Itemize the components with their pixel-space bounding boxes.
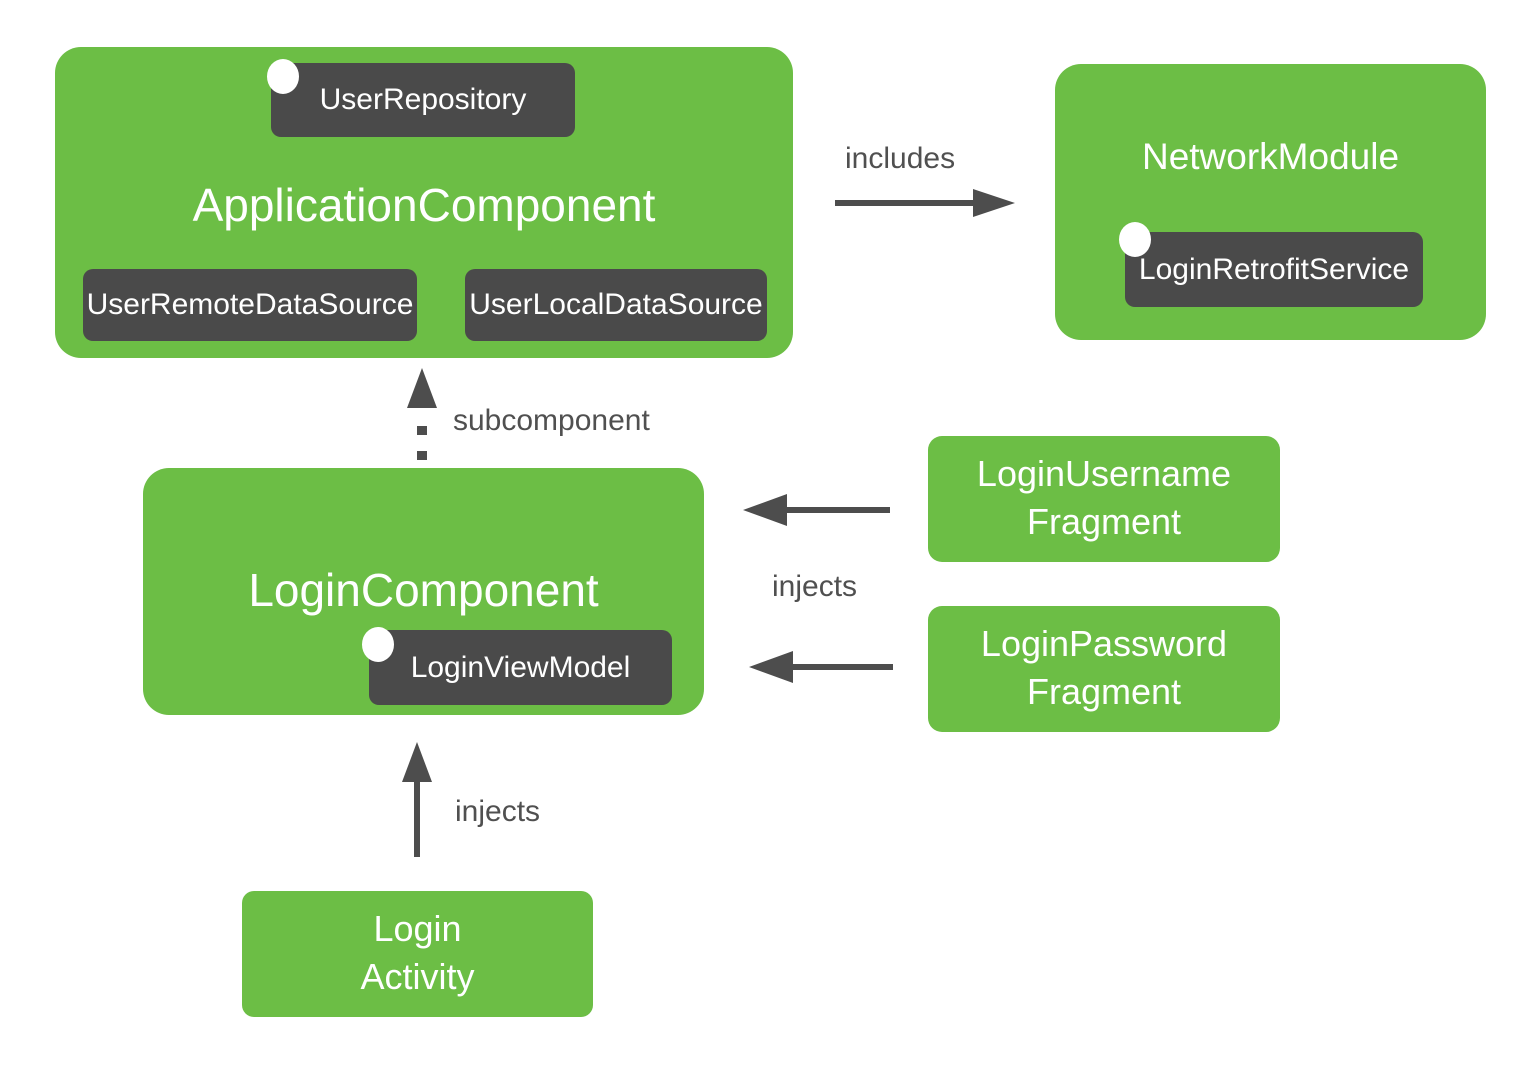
login-username-fragment-label: LoginUsername Fragment xyxy=(928,450,1280,546)
scope-dot-icon xyxy=(1119,222,1151,257)
login-retrofit-service-label: LoginRetrofitService xyxy=(1138,252,1410,286)
subcomponent-arrowhead-icon xyxy=(407,368,437,408)
node-login-retrofit-service: LoginRetrofitService xyxy=(1125,232,1423,307)
subcomponent-label: subcomponent xyxy=(453,404,650,437)
login-view-model-label: LoginViewModel xyxy=(410,650,631,684)
subcomponent-arrow-dash xyxy=(417,426,427,435)
login-activity-label: Login Activity xyxy=(242,905,593,1001)
subcomponent-arrow-dash xyxy=(417,451,427,460)
network-module-title: NetworkModule xyxy=(1141,136,1400,177)
scope-dot-icon xyxy=(362,627,394,662)
node-login-view-model: LoginViewModel xyxy=(369,630,672,705)
injects-password-arrow-line xyxy=(791,664,893,670)
node-user-remote-data-source: UserRemoteDataSource xyxy=(83,269,417,341)
injects-fragments-label: injects xyxy=(772,570,858,603)
login-password-line2: Fragment xyxy=(1026,671,1182,712)
node-application-component: UserRepository ApplicationComponent User… xyxy=(55,47,793,358)
user-remote-data-source-label: UserRemoteDataSource xyxy=(86,288,414,321)
node-login-password-fragment: LoginPassword Fragment xyxy=(928,606,1280,732)
application-component-title: ApplicationComponent xyxy=(192,179,656,231)
node-login-username-fragment: LoginUsername Fragment xyxy=(928,436,1280,562)
injects-username-arrow-line xyxy=(785,507,890,513)
user-repository-label: UserRepository xyxy=(319,83,527,116)
user-local-data-source-label: UserLocalDataSource xyxy=(469,288,763,321)
node-login-component: LoginComponent LoginViewModel xyxy=(143,468,704,715)
login-username-line1: LoginUsername xyxy=(976,453,1232,494)
includes-arrowhead-icon xyxy=(973,189,1015,217)
node-user-repository: UserRepository xyxy=(271,63,575,137)
injects-password-arrowhead-icon xyxy=(749,651,793,683)
includes-arrow-line xyxy=(835,200,975,206)
injects-username-arrowhead-icon xyxy=(743,494,787,526)
login-username-line2: Fragment xyxy=(1026,501,1182,542)
injects-activity-arrowhead-icon xyxy=(402,742,432,782)
includes-label: includes xyxy=(845,142,956,175)
login-password-line1: LoginPassword xyxy=(980,623,1228,664)
injects-activity-label: injects xyxy=(455,795,541,828)
node-network-module: NetworkModule LoginRetrofitService xyxy=(1055,64,1486,340)
login-activity-line2: Activity xyxy=(360,956,475,997)
node-user-local-data-source: UserLocalDataSource xyxy=(465,269,767,341)
login-activity-line1: Login xyxy=(373,908,462,949)
scope-dot-icon xyxy=(267,59,299,94)
node-login-activity: Login Activity xyxy=(242,891,593,1017)
injects-activity-arrow-line xyxy=(414,780,420,857)
login-password-fragment-label: LoginPassword Fragment xyxy=(928,620,1280,716)
login-component-title: LoginComponent xyxy=(248,564,599,616)
